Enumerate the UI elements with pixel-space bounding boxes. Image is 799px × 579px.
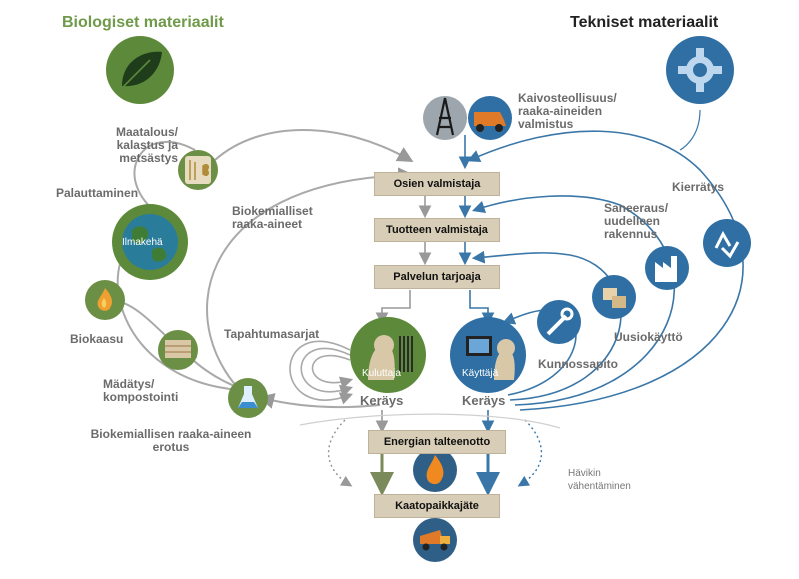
oil-rig-icon — [423, 96, 467, 140]
recycle-icon — [703, 219, 751, 267]
mining-truck-icon — [468, 96, 512, 140]
bio-arc-agri-to-parts — [214, 129, 414, 162]
label-collection-right: Keräys — [462, 393, 506, 408]
box-landfill: Kaatopaikkajäte — [374, 494, 500, 518]
label-agriculture: Maatalous/ kalastus ja metsästys — [115, 125, 178, 165]
leakage-arc-left — [328, 419, 353, 487]
tech-arc-recycle-outer — [467, 130, 744, 411]
leakage-arc-right — [517, 419, 542, 487]
compost-icon — [158, 330, 198, 370]
label-refurbish: Saneeraus/ uudelleen rakennus — [604, 201, 669, 241]
bio-arc-biochem — [206, 167, 414, 401]
box-parts-manufacturer: Osien valmistaja — [374, 172, 500, 196]
label-collection-left: Keräys — [360, 393, 404, 408]
leaf-icon — [106, 36, 174, 104]
bio-arc-return — [133, 140, 196, 216]
wrench-icon — [537, 300, 581, 344]
box-energy-recovery: Energian talteenotto — [368, 430, 506, 454]
box-product-manufacturer: Tuotteen valmistaja — [374, 218, 500, 242]
tech-arc-reuse — [471, 250, 622, 401]
cascade-loop-3 — [289, 340, 353, 405]
box-service-provider: Palvelun tarjoaja — [374, 265, 500, 289]
tech-arc-refurb — [471, 195, 675, 406]
flame-icon — [85, 280, 125, 320]
label-extraction: Biokemiallisen raaka-aineen erotus — [90, 427, 252, 454]
leakage-baseline — [299, 413, 561, 429]
tech-arc-gear — [679, 109, 701, 151]
header-biological: Biologiset materiaalit — [62, 14, 224, 31]
header-technical: Tekniset materiaalit — [570, 14, 719, 31]
cascade-loop-2 — [300, 347, 354, 398]
label-return: Palauttaminen — [56, 186, 139, 200]
flask-icon — [228, 378, 268, 418]
crops-fish-icon — [178, 150, 218, 190]
label-atmosphere: Ilmakehä — [122, 237, 163, 248]
person-icon — [350, 317, 426, 393]
computer-icon — [450, 317, 526, 393]
dump-truck-icon — [413, 518, 457, 562]
label-cascades: Tapahtumasarjat — [224, 327, 320, 341]
label-reuse: Uusiokäyttö — [614, 330, 683, 344]
label-user: Käyttäjä — [462, 368, 499, 379]
flow-service-to-user — [469, 290, 495, 326]
label-maintenance: Kunnossapito — [538, 357, 618, 371]
globe-icon — [112, 204, 188, 280]
cascade-loop-1 — [311, 354, 354, 389]
boxes-icon — [592, 275, 636, 319]
flow-service-to-consumer — [375, 290, 411, 326]
gear-icon — [666, 36, 734, 104]
bio-arc-collect-left — [258, 393, 381, 409]
label-biogas: Biokaasu — [70, 332, 124, 346]
label-consumer: Kuluttaja — [362, 368, 401, 379]
flame-icon — [413, 448, 457, 492]
label-digestion-composting: Mädätys/ kompostointi — [103, 377, 179, 404]
label-leakage: Hävikin vähentäminen — [568, 468, 631, 492]
label-biochemical-feedstock: Biokemialliset raaka-aineet — [232, 204, 313, 231]
label-mining: Kaivosteollisuus/ raaka-aineiden valmist… — [518, 91, 617, 131]
label-recycle: Kierrätys — [672, 180, 725, 194]
factory-icon — [645, 246, 689, 290]
